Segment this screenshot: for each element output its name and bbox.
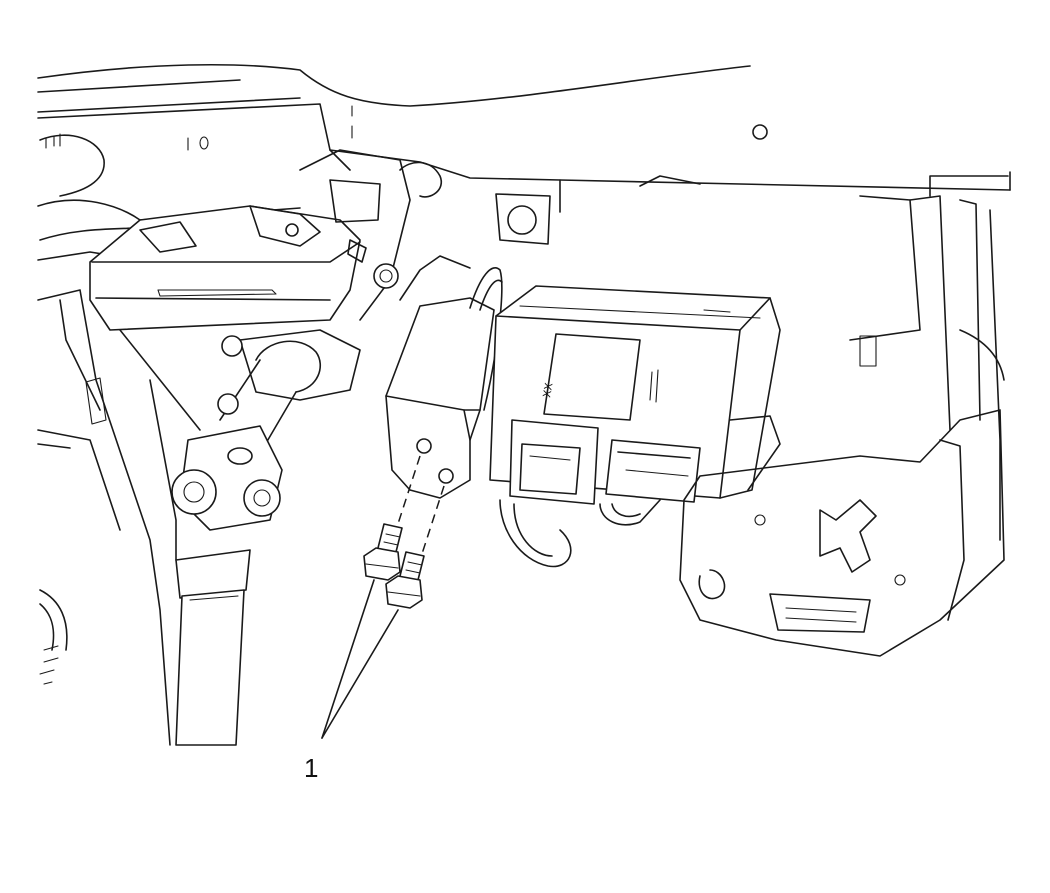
- install-line-1: [395, 455, 421, 531]
- control-module: XX: [489, 285, 781, 568]
- right-support-bracket: [495, 171, 1011, 657]
- mounting-bracket: [385, 161, 503, 499]
- leader-line-1: [321, 579, 375, 739]
- leader-line-2: [321, 609, 399, 739]
- module-label: XX: [541, 381, 555, 398]
- install-line-2: [419, 485, 445, 561]
- hole-marker: [752, 124, 768, 140]
- fasteners: 1: [304, 455, 445, 783]
- callout-label-1: 1: [304, 753, 318, 783]
- bolt-hole-lower: [438, 468, 454, 484]
- bolt-hole-upper: [416, 438, 432, 454]
- steering-column: [89, 149, 411, 746]
- bolt-1: [363, 523, 403, 581]
- bolt-2: [385, 551, 425, 609]
